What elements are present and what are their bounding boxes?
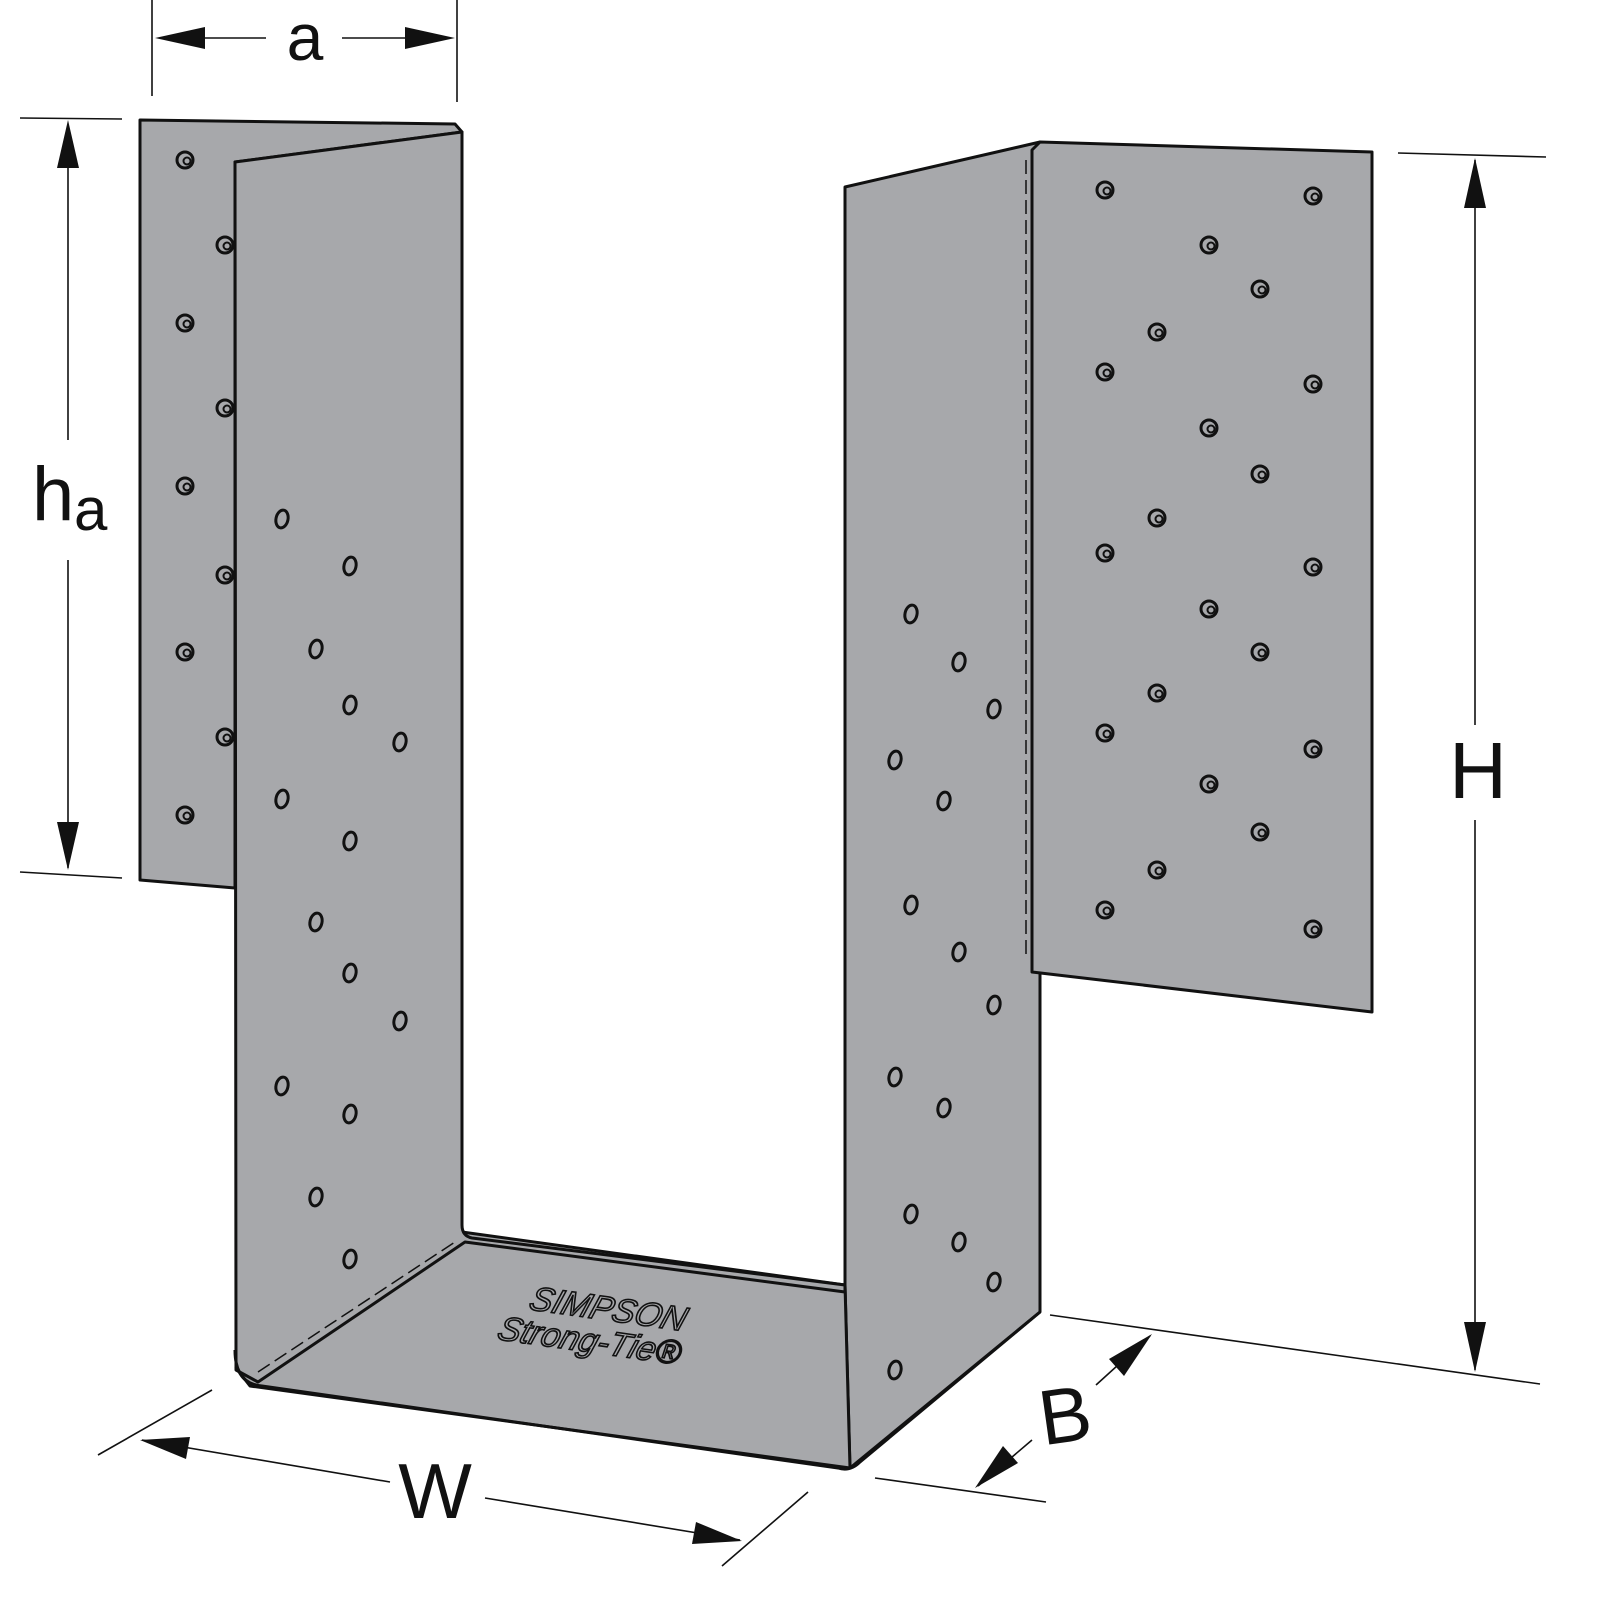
- oval-nail-hole: [342, 1248, 358, 1270]
- oval-nail-hole: [342, 830, 358, 852]
- nail-hole-inner: [1154, 328, 1164, 338]
- oval-nail-hole: [274, 508, 290, 530]
- right-flange: [1030, 140, 1374, 1014]
- nail-hole-inner: [1154, 866, 1164, 876]
- nail-hole-inner: [1206, 424, 1216, 434]
- oval-nail-hole: [342, 555, 358, 577]
- nail-hole-inner: [222, 571, 232, 581]
- nail-hole-inner: [1206, 241, 1216, 251]
- dim-B-label: B: [1033, 1368, 1097, 1462]
- oval-nail-hole: [986, 994, 1002, 1016]
- dim-ha-label: h a: [32, 452, 108, 543]
- oval-nail-hole: [342, 962, 358, 984]
- nail-hole-inner: [222, 241, 232, 251]
- nail-hole-inner: [1310, 925, 1320, 935]
- left-front-panel: [233, 130, 847, 1384]
- nail-hole-inner: [1102, 368, 1112, 378]
- oval-nail-hole: [342, 1103, 358, 1125]
- nail-hole-inner: [1154, 514, 1164, 524]
- oval-nail-hole: [951, 1231, 967, 1253]
- oval-nail-hole: [342, 694, 358, 716]
- dimension-arrows: [57, 27, 1486, 1544]
- nail-hole-inner: [182, 482, 192, 492]
- oval-nail-hole: [936, 1097, 952, 1119]
- nail-hole-inner: [182, 811, 192, 821]
- nail-hole-inner: [222, 733, 232, 743]
- nail-hole-inner: [1257, 470, 1267, 480]
- nail-hole-inner: [1102, 906, 1112, 916]
- nail-hole-inner: [1102, 186, 1112, 196]
- svg-text:a: a: [74, 476, 108, 543]
- oval-nail-hole: [986, 1271, 1002, 1293]
- oval-nail-hole: [274, 1075, 290, 1097]
- nail-hole-inner: [182, 648, 192, 658]
- nail-hole-inner: [1310, 745, 1320, 755]
- nail-hole-inner: [1310, 563, 1320, 573]
- oval-nail-hole: [392, 1010, 408, 1032]
- nail-hole-inner: [222, 404, 232, 414]
- oval-nail-hole: [308, 638, 324, 660]
- nail-hole-inner: [182, 156, 192, 166]
- oval-nail-hole: [887, 749, 903, 771]
- nail-hole-inner: [1102, 549, 1112, 559]
- oval-nail-hole: [903, 894, 919, 916]
- nail-hole-inner: [1257, 648, 1267, 658]
- oval-nail-hole: [274, 788, 290, 810]
- nail-hole-inner: [1206, 780, 1216, 790]
- oval-nail-hole: [951, 941, 967, 963]
- oval-nail-hole: [887, 1359, 903, 1381]
- oval-nail-hole: [887, 1066, 903, 1088]
- svg-text:h: h: [32, 452, 74, 537]
- oval-nail-hole: [308, 911, 324, 933]
- nail-hole-inner: [1310, 192, 1320, 202]
- oval-nail-hole: [936, 790, 952, 812]
- nail-hole-inner: [1310, 380, 1320, 390]
- oval-nail-hole: [986, 698, 1002, 720]
- dim-a-label: a: [287, 0, 324, 74]
- nail-hole-inner: [1102, 729, 1112, 739]
- nail-hole-inner: [1154, 689, 1164, 699]
- oval-nail-hole: [903, 1203, 919, 1225]
- nail-hole-inner: [1206, 605, 1216, 615]
- seat-front-edge: [233, 1310, 1041, 1471]
- oval-nail-hole: [951, 651, 967, 673]
- nail-holes: [175, 150, 1323, 1381]
- nail-hole-inner: [182, 319, 192, 329]
- nail-hole-inner: [1257, 285, 1267, 295]
- nail-hole-inner: [1257, 828, 1267, 838]
- dim-W-label: W: [398, 1447, 472, 1535]
- oval-nail-hole: [903, 603, 919, 625]
- oval-nail-hole: [392, 731, 408, 753]
- dim-H-label: H: [1449, 726, 1507, 815]
- oval-nail-hole: [308, 1186, 324, 1208]
